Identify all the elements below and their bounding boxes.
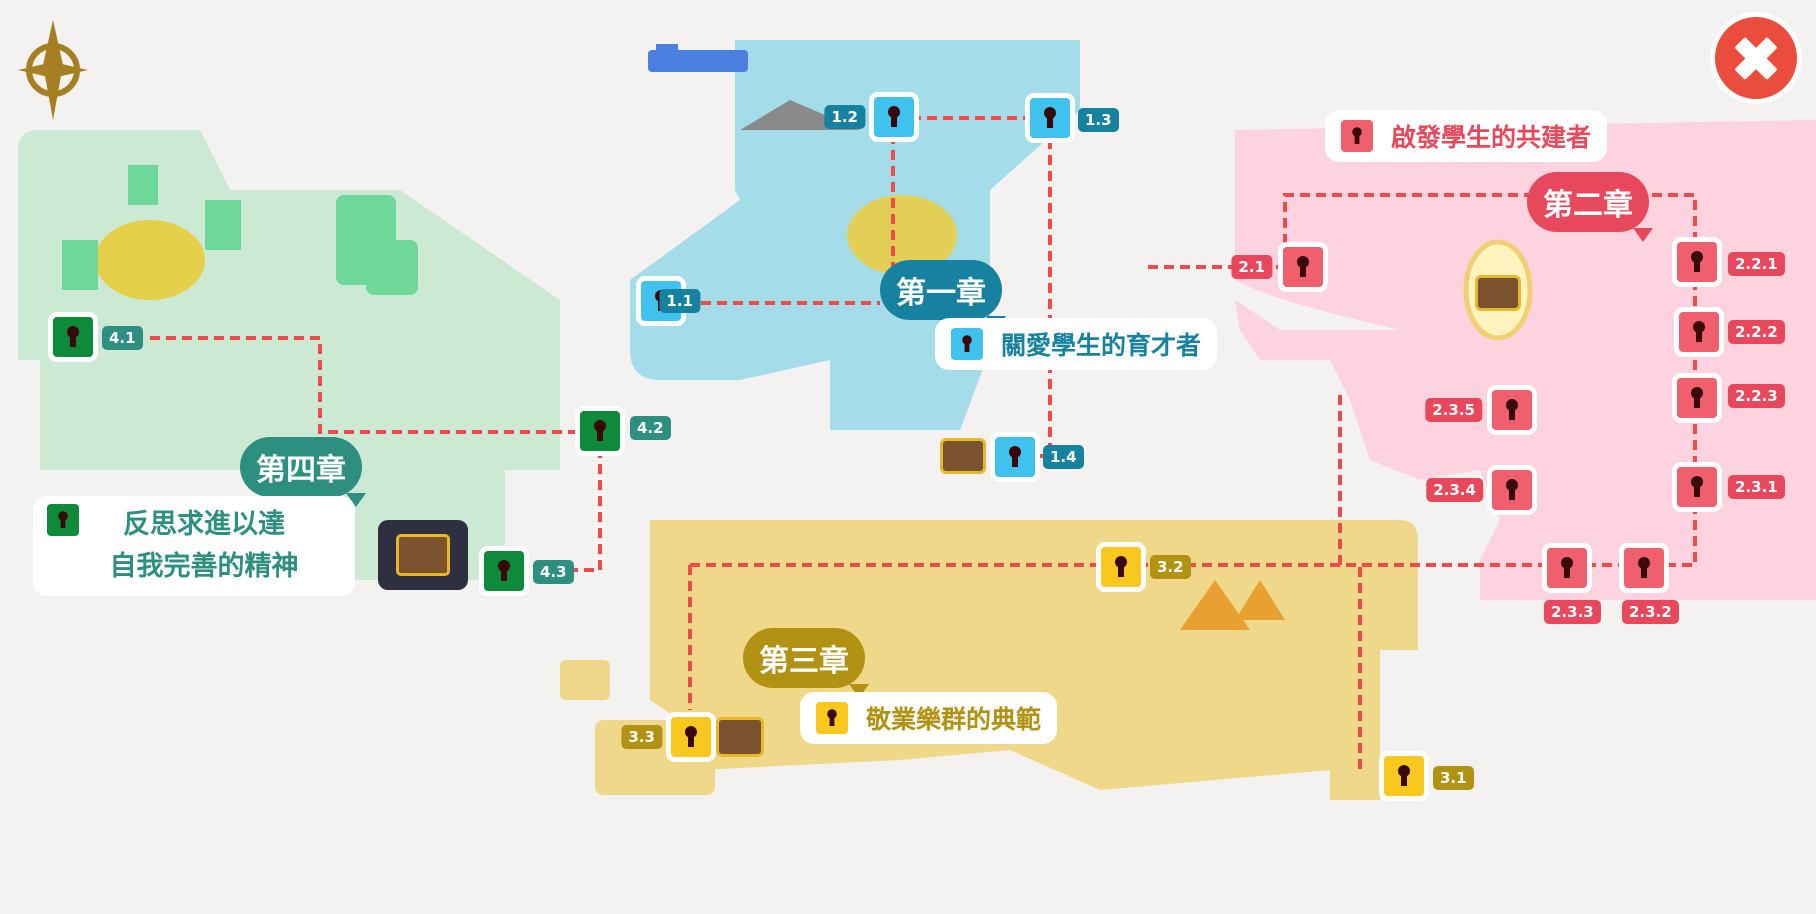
keyhole-icon bbox=[1297, 256, 1309, 278]
hill bbox=[95, 220, 205, 300]
chapter-4-bubble[interactable]: 第四章 bbox=[240, 437, 366, 507]
level-node-3-1[interactable] bbox=[1379, 751, 1429, 801]
level-node-2-2-1[interactable] bbox=[1672, 237, 1722, 287]
keyhole-icon bbox=[1691, 251, 1703, 273]
treasure-chest-icon bbox=[716, 717, 764, 757]
ship-icon bbox=[648, 50, 748, 72]
level-node-2-3-1[interactable] bbox=[1672, 462, 1722, 512]
level-label: 1.4 bbox=[1043, 445, 1084, 469]
level-label: 1.3 bbox=[1078, 108, 1119, 132]
level-label: 2.3.5 bbox=[1425, 398, 1482, 422]
chapter-4-title-card[interactable]: 反思求進以達 自我完善的精神 bbox=[33, 496, 355, 596]
level-label: 2.2.2 bbox=[1728, 320, 1785, 344]
chapter-1-title: 關愛學生的育才者 bbox=[1001, 331, 1202, 360]
level-node-2-3-5[interactable] bbox=[1487, 385, 1537, 435]
level-label: 2.2.3 bbox=[1728, 384, 1785, 408]
compass-icon bbox=[18, 20, 88, 124]
keyhole-icon bbox=[685, 726, 697, 748]
keyhole-icon bbox=[1044, 107, 1056, 129]
close-button[interactable] bbox=[1710, 12, 1802, 104]
robot-treasure-chest-icon bbox=[378, 520, 468, 590]
keyhole-icon bbox=[498, 560, 510, 582]
island-chapter4 bbox=[18, 130, 560, 470]
keyhole-icon bbox=[1693, 321, 1705, 343]
level-node-3-3[interactable] bbox=[666, 712, 716, 762]
level-label: 3.3 bbox=[621, 725, 662, 749]
keyhole-icon bbox=[1691, 387, 1703, 409]
keyhole-icon bbox=[1561, 557, 1573, 579]
level-node-2-3-2[interactable] bbox=[1619, 543, 1669, 593]
level-node-2-1[interactable] bbox=[1278, 242, 1328, 292]
keyhole-icon bbox=[1115, 556, 1127, 578]
level-label: 4.2 bbox=[630, 416, 671, 440]
keyhole-icon bbox=[1341, 120, 1373, 152]
keyhole-icon bbox=[816, 702, 848, 734]
level-label: 2.3.3 bbox=[1544, 600, 1601, 624]
level-label: 1.2 bbox=[824, 105, 865, 129]
level-node-4-1[interactable] bbox=[48, 312, 98, 362]
level-node-3-2[interactable] bbox=[1096, 542, 1146, 592]
level-node-2-3-4[interactable] bbox=[1487, 465, 1537, 515]
chapter-4-title-line1: 反思求進以達 bbox=[123, 509, 285, 540]
level-node-1-3[interactable] bbox=[1025, 93, 1075, 143]
level-label: 4.1 bbox=[102, 326, 143, 350]
chapter-2-title: 啟發學生的共建者 bbox=[1391, 123, 1592, 152]
level-node-2-2-2[interactable] bbox=[1674, 307, 1724, 357]
level-label: 2.3.1 bbox=[1728, 475, 1785, 499]
keyhole-icon bbox=[594, 420, 606, 442]
chapter-1-bubble[interactable]: 第一章 bbox=[880, 260, 1006, 330]
chapter-2-bubble[interactable]: 第二章 bbox=[1527, 172, 1653, 242]
level-node-2-3-3[interactable] bbox=[1542, 543, 1592, 593]
level-label: 2.3.2 bbox=[1622, 600, 1679, 624]
keyhole-icon bbox=[1506, 399, 1518, 421]
level-node-1-4[interactable] bbox=[990, 432, 1040, 482]
chapter-2-title-card[interactable]: 啟發學生的共建者 bbox=[1325, 110, 1608, 162]
chapter-1-title-card[interactable]: 關愛學生的育才者 bbox=[935, 318, 1218, 370]
keyhole-icon bbox=[1691, 476, 1703, 498]
keyhole-icon bbox=[951, 328, 983, 360]
level-node-4-2[interactable] bbox=[575, 406, 625, 456]
treasure-chest-icon bbox=[940, 438, 986, 474]
keyhole-icon bbox=[1638, 557, 1650, 579]
keyhole-icon bbox=[1009, 446, 1021, 468]
keyhole-icon bbox=[1398, 765, 1410, 787]
chapter-4-title-line2: 自我完善的精神 bbox=[109, 551, 299, 582]
level-label: 2.2.1 bbox=[1728, 252, 1785, 276]
level-node-1-2[interactable] bbox=[869, 92, 919, 142]
level-label: 1.1 bbox=[659, 289, 700, 313]
level-label: 2.3.4 bbox=[1426, 478, 1483, 502]
level-label: 3.1 bbox=[1433, 766, 1474, 790]
keyhole-icon bbox=[1506, 479, 1518, 501]
chapter-3-title: 敬業樂群的典範 bbox=[866, 705, 1042, 734]
chapter-3-bubble[interactable]: 第三章 bbox=[743, 628, 869, 698]
level-label: 4.3 bbox=[533, 560, 574, 584]
chapter-3-title-card[interactable]: 敬業樂群的典範 bbox=[800, 692, 1058, 744]
level-label: 2.1 bbox=[1231, 255, 1272, 279]
close-icon bbox=[1715, 17, 1797, 99]
level-node-2-2-3[interactable] bbox=[1672, 373, 1722, 423]
island-chapter2 bbox=[1235, 120, 1816, 600]
keyhole-icon bbox=[47, 504, 79, 536]
level-node-4-3[interactable] bbox=[479, 546, 529, 596]
level-label: 3.2 bbox=[1150, 555, 1191, 579]
keyhole-icon bbox=[888, 106, 900, 128]
keyhole-icon bbox=[67, 326, 79, 348]
treasure-chest-icon bbox=[1475, 275, 1521, 311]
